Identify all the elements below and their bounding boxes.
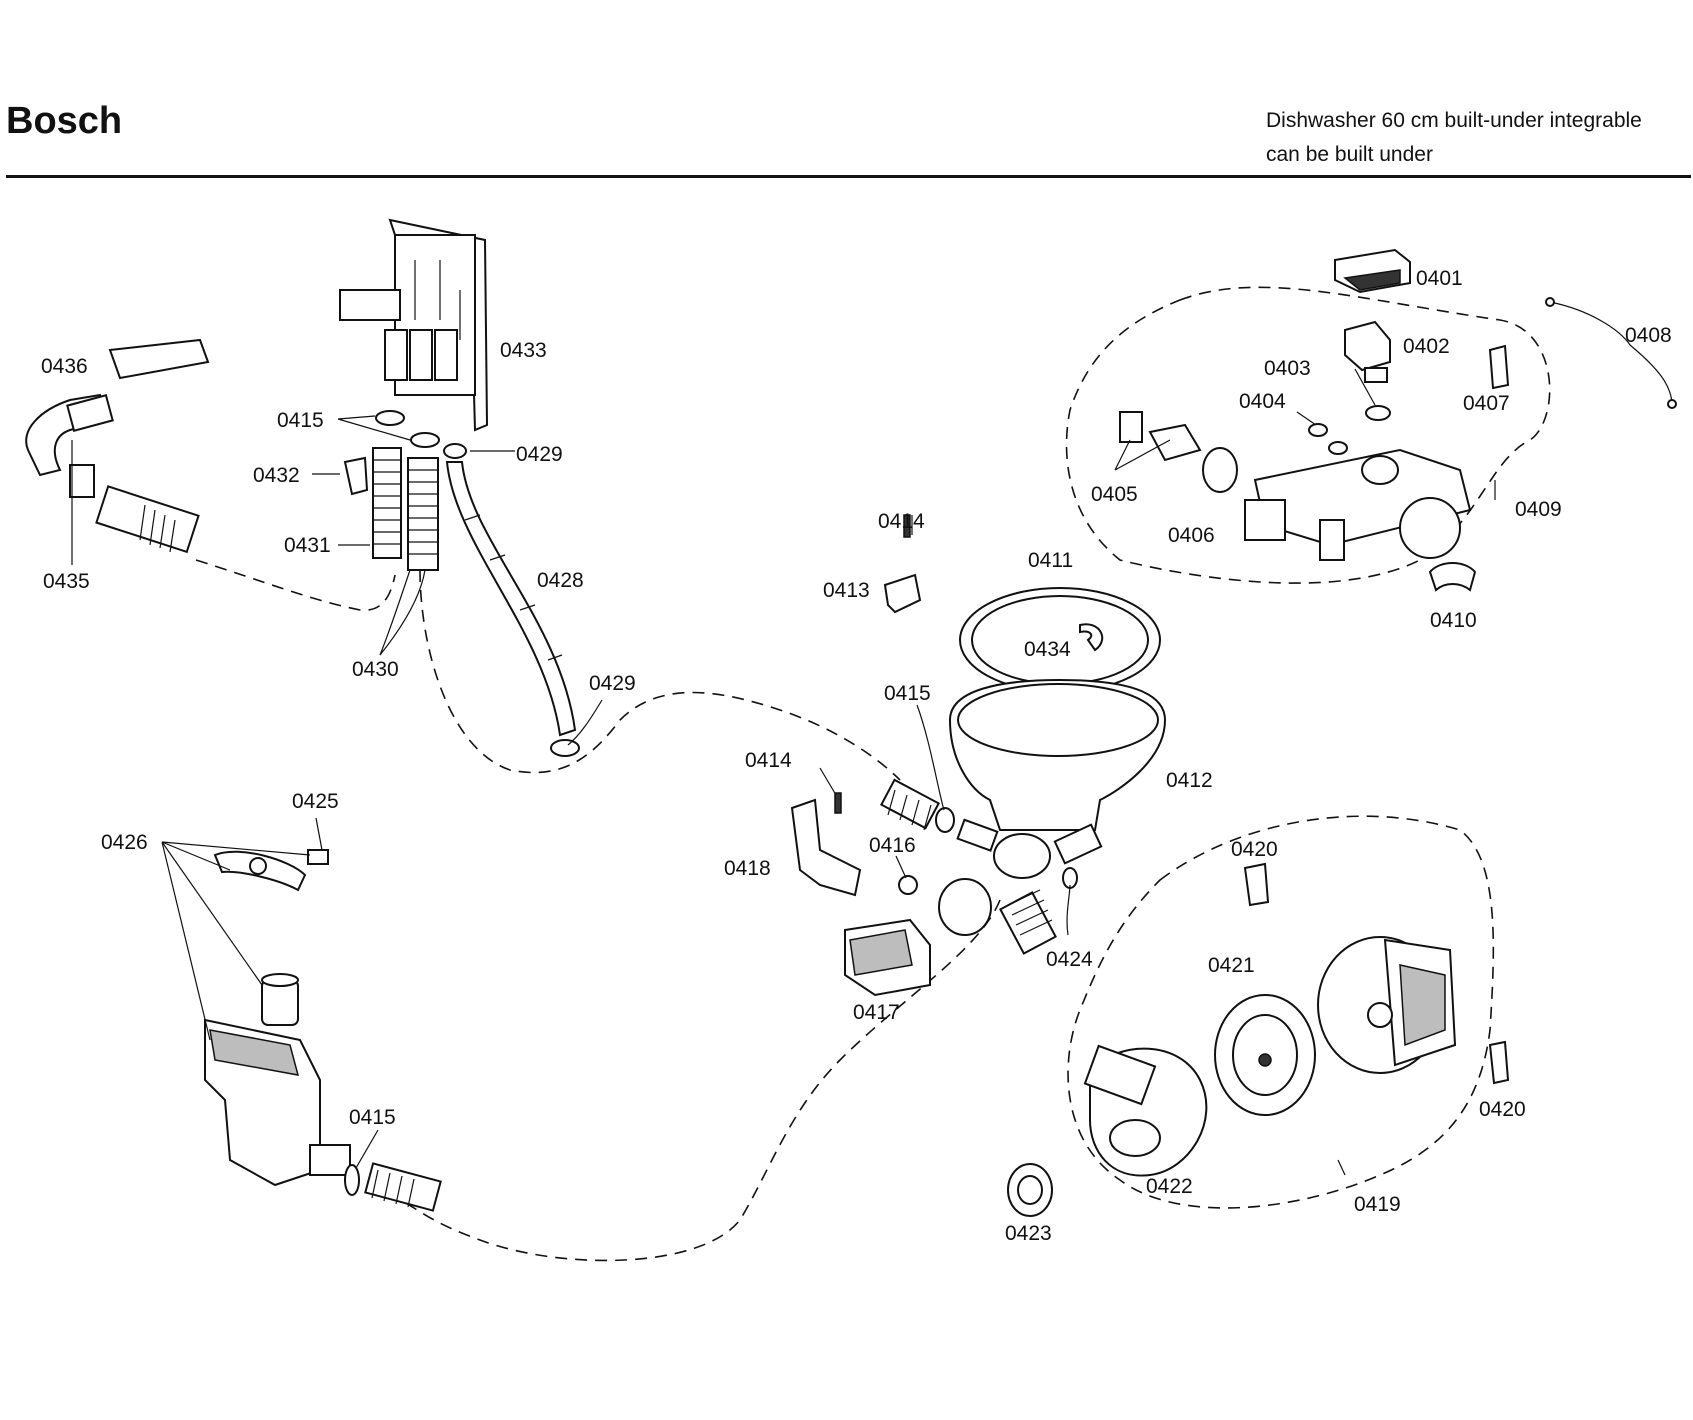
part-0408-drawing [1545,297,1677,409]
part-0414-screws [834,514,911,814]
label-0415-top: 0415 [277,409,324,432]
part-0422-drawing [1083,1044,1208,1177]
connector-sump-to-pump [399,899,1001,1262]
part-0426-drawing [204,850,351,1187]
part-0432-drawing [343,456,369,496]
part-0412-drawing [948,678,1167,879]
part-0420-clips [1243,862,1510,1085]
part-0436-drawing [25,338,210,477]
part-0419-motor-drawing [1317,936,1457,1074]
label-0423: 0423 [1005,1222,1052,1245]
label-0408: 0408 [1625,324,1672,347]
label-0421: 0421 [1208,954,1255,977]
label-0415-mid: 0415 [884,682,931,705]
label-0430: 0430 [352,658,399,681]
part-0415-ring-lower [344,1164,360,1196]
label-0404: 0404 [1239,390,1286,413]
label-0419: 0419 [1354,1193,1401,1216]
label-0424: 0424 [1046,948,1093,971]
part-0402-drawing [1344,320,1391,383]
part-0405-drawing [1119,411,1202,462]
label-0409: 0409 [1515,498,1562,521]
header-rule [6,175,1691,178]
part-0424-drawing [938,867,1078,955]
label-0436: 0436 [41,355,88,378]
label-0435: 0435 [43,570,90,593]
label-0429-top: 0429 [516,443,563,466]
label-0407: 0407 [1463,392,1510,415]
label-0406: 0406 [1168,524,1215,547]
part-0423-drawing [1007,1163,1053,1217]
part-0421-drawing [1214,994,1316,1116]
part-0411-drawing [959,587,1161,693]
label-0414-mid: 0414 [745,749,792,772]
part-0425-drawing [307,849,329,865]
model-description-line2: can be built under [1266,143,1433,166]
part-0416-drawing [898,875,918,895]
part-0417-drawing [844,918,931,997]
label-0417: 0417 [853,1001,900,1024]
label-0420-top: 0420 [1231,838,1278,861]
part-0407-drawing [1488,344,1510,390]
model-description: Dishwasher 60 cm built-under integrable … [1266,104,1686,172]
part-0418-drawing [790,798,862,897]
label-0412: 0412 [1166,769,1213,792]
part-0434-drawing [1079,623,1104,652]
part-0433-drawing [339,218,489,432]
part-0428-drawing [445,461,577,737]
part-0431-drawing [372,447,402,559]
label-0422: 0422 [1146,1175,1193,1198]
part-0430-drawing [407,457,439,571]
connector-hose-to-sump [419,569,901,781]
part-0406-drawing [1202,447,1238,493]
part-0435-drawing [69,464,200,554]
label-0415-low: 0415 [349,1106,396,1129]
part-0409-valve-block [1244,448,1472,561]
label-0411: 0411 [1028,549,1073,572]
label-0414-top: 0414 [878,510,925,533]
part-0429-clamps [443,443,580,757]
label-0403: 0403 [1264,357,1311,380]
part-0415-spring [880,778,955,833]
part-0403-0404-rings [1308,405,1391,455]
label-0405: 0405 [1091,483,1138,506]
brand-title: Bosch [6,100,123,142]
model-description-line1: Dishwasher 60 cm built-under integrable [1266,109,1642,132]
group-outline-0419 [1067,815,1495,1209]
label-0428: 0428 [537,569,584,592]
label-0418: 0418 [724,857,771,880]
part-0413-drawing [883,573,922,614]
label-0410: 0410 [1430,609,1477,632]
label-0429-mid: 0429 [589,672,636,695]
part-0415-hose-lower [364,1162,442,1212]
label-0433: 0433 [500,339,547,362]
label-0416: 0416 [869,834,916,857]
label-0402: 0402 [1403,335,1450,358]
label-0432: 0432 [253,464,300,487]
label-0401: 0401 [1416,267,1463,290]
part-0415-rings-top [375,410,440,448]
label-0431: 0431 [284,534,331,557]
part-0410-drawing [1428,562,1477,592]
label-0420-right: 0420 [1479,1098,1526,1121]
label-0426: 0426 [101,831,148,854]
label-0413: 0413 [823,579,870,602]
connector-drain-hose [195,559,396,611]
part-labels: 0401 0402 0403 0404 0405 0406 0407 0408 … [41,267,1672,1245]
group-outline-0409 [1065,286,1551,584]
leader-lines [71,368,1496,1176]
label-0434: 0434 [1024,638,1071,661]
label-0425: 0425 [292,790,339,813]
part-0401-drawing [1334,248,1411,294]
